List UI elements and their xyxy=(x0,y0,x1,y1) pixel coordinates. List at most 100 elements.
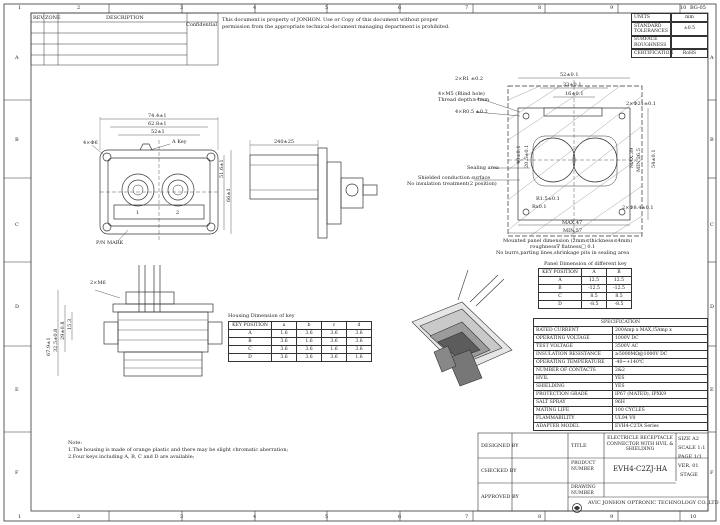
spec-value: IP67 (MATED), IPXK9 xyxy=(612,390,708,399)
col-label: 2 xyxy=(77,514,81,520)
col-label: 1 xyxy=(18,514,22,520)
panel-dim-33: 33±0.1 xyxy=(563,82,582,88)
units-box: UNITS mm STANDARD TOLERANCES ±0.5 SURFAC… xyxy=(631,13,708,58)
note-1: 1.The housing is made of orange plastic … xyxy=(68,447,289,453)
panel-dim-20: 20.5±0.1 xyxy=(524,144,530,168)
housing-table-cell: A xyxy=(228,329,272,338)
housing-table-cell: 3.6 xyxy=(271,353,297,362)
panel-dim-min36: MIN.36.5 xyxy=(636,148,642,172)
col-label: 10 xyxy=(680,5,687,11)
housing-table-cell: 3.6 xyxy=(346,329,372,338)
spec-value: ≥5000MΩ@1000V DC xyxy=(612,350,708,359)
bottom-dim-67: 67.9±1 xyxy=(46,337,52,356)
spec-value: -40~+140℃ xyxy=(612,358,708,367)
product-number-value: EVH4-C2ZJ-HA xyxy=(612,465,668,473)
product-number-label: PRODUCT NUMBER xyxy=(571,461,596,472)
key-table-cell: -8.5 xyxy=(581,300,607,309)
scale-label: SCALE 1:1 xyxy=(678,445,706,451)
spec-value: 200Amp x MAX./5Amp x xyxy=(612,326,708,335)
key-table-title: Panel Dimension of different key xyxy=(544,261,627,267)
title-label: TITLE xyxy=(571,443,587,449)
housing-table-cell: 1.6 xyxy=(271,329,297,338)
key-table-cell: 8.5 xyxy=(581,292,607,301)
bottom-m6-label: 2×M6 xyxy=(90,280,106,286)
key-table-cell: D xyxy=(538,300,582,309)
col-label: 9 xyxy=(610,514,614,520)
version-label: VER. 01 xyxy=(678,463,699,469)
bottom-view xyxy=(57,265,223,377)
bottom-dim-15: 15.3 xyxy=(67,318,73,330)
spec-label: OPERATING VOLTAGE xyxy=(533,334,613,343)
panel-dim-phi8: 2×Φ8.4±0.1 xyxy=(622,205,654,211)
bottom-dim-29: 29±0.8 xyxy=(60,321,66,340)
panel-dim-rx: Rx0.1 xyxy=(532,204,547,210)
col-label: 3 xyxy=(180,514,184,520)
row-label: E xyxy=(15,387,19,393)
housing-table-cell: 3.6 xyxy=(321,337,347,346)
row-label: A xyxy=(710,55,714,61)
contact-number-1: 1 xyxy=(136,210,140,216)
spec-label: PROTECTION GRADE xyxy=(533,390,613,399)
units-value: mm xyxy=(671,13,708,22)
housing-table-cell: D xyxy=(228,353,272,362)
panel-dim-min57: MIN.57 xyxy=(563,228,583,234)
spec-value: 3500V AC xyxy=(612,342,708,351)
housing-table-title: Housing Dimension of key xyxy=(228,313,295,319)
panel-view xyxy=(474,77,649,240)
dim-width-mid: 62.8±1 xyxy=(148,121,167,127)
panel-requirement-2: roughness∇ flatness□ 0.1 xyxy=(530,244,596,250)
panel-dim-40: 40±0.1 xyxy=(516,145,522,164)
row-label: F xyxy=(15,470,19,476)
housing-table-cell: 3.6 xyxy=(346,337,372,346)
key-table-cell: -8.5 xyxy=(606,300,632,309)
key-table-header: A xyxy=(581,268,607,277)
key-table-header: B xyxy=(606,268,632,277)
title-block-grid xyxy=(477,432,709,512)
revision-grid xyxy=(30,12,219,66)
certification-value: RoHS xyxy=(671,49,708,58)
col-label: 7 xyxy=(465,5,469,11)
spec-label: INSULATION RESISTANCE xyxy=(533,350,613,359)
approved-by-label: APPROVED BY xyxy=(481,494,519,500)
col-label: 5 xyxy=(325,514,329,520)
notes-label: Note: xyxy=(68,440,83,446)
housing-table-cell: 3.6 xyxy=(321,329,347,338)
confidential-label: Confidential xyxy=(186,22,217,28)
key-table-cell: -12.5 xyxy=(581,284,607,293)
housing-table-cell: B xyxy=(228,337,272,346)
dim-width-inner: 52±1 xyxy=(151,129,165,135)
row-label: F xyxy=(710,470,714,476)
col-label: 6 xyxy=(398,514,402,520)
panel-dim-max47: MAX.47 xyxy=(562,220,583,226)
dim-cable-length: 240±25 xyxy=(274,139,295,145)
spec-label: SHIELDING xyxy=(533,382,613,391)
rev-header: REV. xyxy=(33,15,45,21)
size-label: SIZE A2 xyxy=(678,436,699,442)
spec-label: NUMBER OF CONTACTS xyxy=(533,366,613,375)
housing-table: KEY POSITION a b c d A 1.6 3.6 3.6 3.6 B… xyxy=(228,321,372,362)
housing-table-header: c xyxy=(321,321,347,330)
key-table-cell: A xyxy=(538,276,582,285)
housing-table-cell: 3.6 xyxy=(271,337,297,346)
bottom-dim-32: 32.5±0.8 xyxy=(53,328,59,352)
page-label: PAGE 1/1 xyxy=(678,454,702,460)
zone-ticks xyxy=(4,4,716,521)
confidential-notice: This document is property of JONHON. Use… xyxy=(222,17,450,30)
key-table-cell: 8.5 xyxy=(606,292,632,301)
iso-view xyxy=(411,269,513,387)
housing-table-cell: 3.6 xyxy=(296,345,322,354)
holes-label: 4×Φ6 xyxy=(83,140,98,146)
company-name: AVIC JONHON OPTRONIC TECHNOLOGY CO.,LTD xyxy=(588,500,719,506)
panel-note-r1: 2×R1 ±0.2 xyxy=(455,76,484,82)
spec-label: SALT SPRAY xyxy=(533,398,613,407)
checked-by-label: CHECKED BY xyxy=(481,468,517,474)
housing-table-cell: 3.6 xyxy=(271,345,297,354)
key-table-cell: 12.5 xyxy=(581,276,607,285)
corner-code: BG-05 xyxy=(690,5,706,11)
spec-value: 1000V DC xyxy=(612,334,708,343)
housing-table-header: d xyxy=(346,321,372,330)
housing-table-cell: 1.6 xyxy=(346,353,372,362)
row-label: B xyxy=(15,137,19,143)
